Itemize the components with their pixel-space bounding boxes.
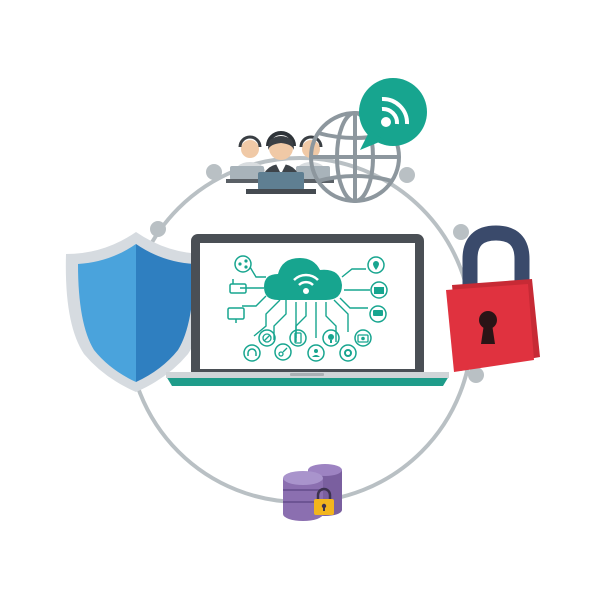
network-diagram (227, 255, 388, 362)
locked-database (283, 464, 342, 521)
padlock (446, 225, 540, 372)
location-pin-icon (367, 256, 385, 274)
phone-icon (289, 329, 307, 347)
share-icon (234, 255, 252, 273)
chat-bubble-wifi-icon (359, 78, 427, 150)
monitor-icon (227, 307, 245, 323)
email-icon (370, 281, 388, 299)
headphones-icon (243, 344, 261, 362)
support-agents (226, 131, 334, 194)
wifi-icon (293, 273, 319, 294)
lock-icon (314, 487, 334, 515)
chat-icon (369, 305, 387, 323)
key-icon (274, 343, 292, 361)
lightbulb-icon (322, 329, 340, 347)
no-entry-icon (258, 329, 276, 347)
keyhole-icon (479, 311, 497, 344)
agent-center (246, 131, 316, 194)
cloud-icon (264, 258, 342, 300)
router-icon (229, 279, 247, 294)
globe-wifi-bubble (309, 78, 427, 203)
gear-icon (339, 344, 357, 362)
laptop (166, 234, 449, 386)
camera-icon (354, 329, 372, 347)
security-shield (65, 232, 207, 392)
user-icon (307, 344, 325, 362)
